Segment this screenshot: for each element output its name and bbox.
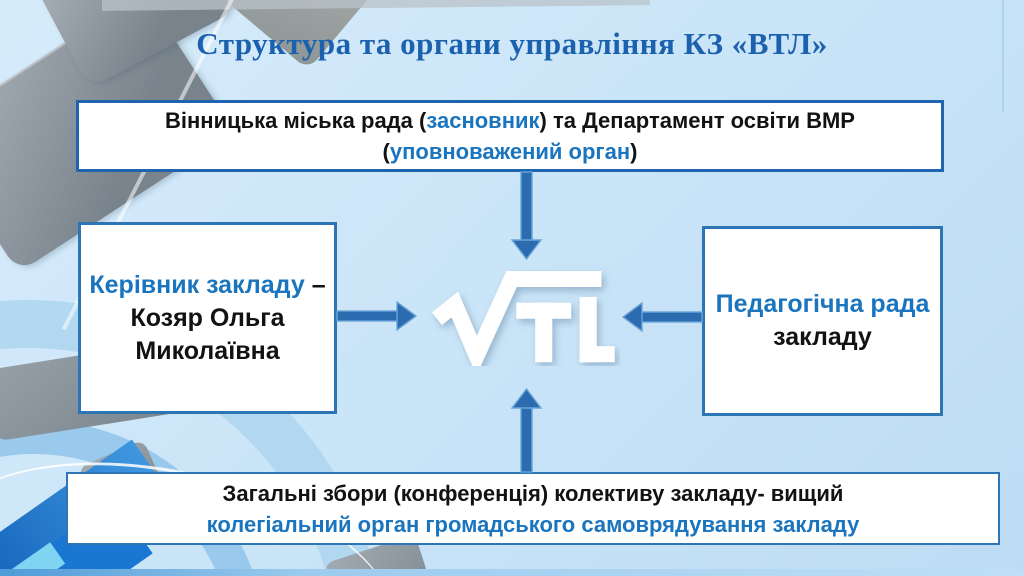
founder-text-blue-2: уповноважений орган — [389, 139, 631, 164]
assembly-box: Загальні збори (конференція) колективу з… — [66, 472, 1000, 545]
vtl-logo — [431, 270, 615, 366]
assembly-line1: Загальні збори (конференція) колективу з… — [222, 480, 844, 506]
arrow-left-right — [336, 300, 418, 332]
head-name-line2: Миколаївна — [135, 336, 280, 365]
founder-box-text: Вінницька міська рада (засновник) та Деп… — [165, 105, 855, 167]
founder-box: Вінницька міська рада (засновник) та Деп… — [76, 100, 944, 172]
head-dash: – — [304, 270, 326, 299]
logo-l-foot — [579, 346, 615, 363]
arrow-top-down — [510, 171, 543, 261]
pedagogical-box-text: Педагогічна рада закладу — [716, 288, 930, 354]
assembly-box-text: Загальні збори (конференція) колективу з… — [207, 478, 860, 540]
logo-l-stem — [579, 296, 597, 363]
founder-text-blue-1: засновник — [426, 108, 540, 133]
logo-radical-v — [431, 270, 602, 366]
pedagogical-title: Педагогічна рада — [715, 290, 930, 318]
founder-text-black-4: ) — [630, 139, 638, 164]
arrow-bottom-up — [510, 387, 543, 473]
assembly-line2: колегіальний орган громадського самовряд… — [206, 511, 860, 537]
head-name-line1: Козяр Ольга — [130, 303, 285, 332]
arrow-right-left — [621, 301, 703, 333]
logo-t-stem — [535, 302, 553, 363]
founder-text-black-2: ) та Департамент освіти ВМР — [539, 108, 855, 133]
head-title: Керівник закладу — [89, 270, 305, 299]
pedagogical-subtitle: закладу — [773, 323, 872, 351]
pedagogical-box: Педагогічна рада закладу — [702, 226, 943, 416]
founder-text-black-1: Вінницька міська рада ( — [165, 108, 427, 133]
page-title: Структура та органи управління КЗ «ВТЛ» — [196, 26, 828, 61]
founder-text-black-3: ( — [382, 139, 390, 164]
